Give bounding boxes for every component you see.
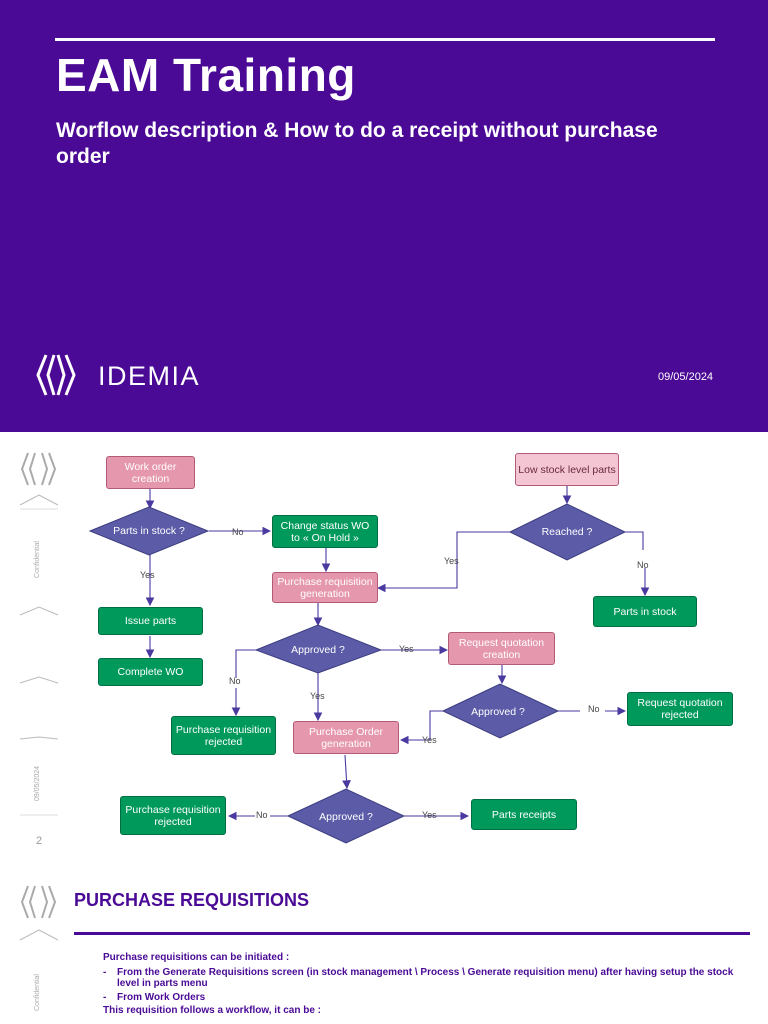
brand-text: IDEMIA xyxy=(98,361,200,391)
page-number: 2 xyxy=(36,835,43,847)
label-yes: Yes xyxy=(140,570,155,580)
node-approved-question-3: Approved ? xyxy=(319,811,373,823)
slide-title: EAM Training xyxy=(56,49,356,101)
node-approved-question-2: Approved ? xyxy=(471,706,525,718)
node-change-status: Change status WO to « On Hold » xyxy=(272,515,378,548)
side-confidential: Confidential xyxy=(34,974,41,1011)
diamond-approved-2 xyxy=(441,683,560,739)
sidebar-decorations xyxy=(19,929,59,941)
label-no: No xyxy=(256,810,268,820)
node-approved-question-1: Approved ? xyxy=(291,644,345,656)
label-yes: Yes xyxy=(444,556,459,566)
diamond-parts-in-stock xyxy=(88,506,210,556)
node-request-quotation-creation: Request quotation creation xyxy=(448,632,555,665)
slide-subtitle: Worflow description & How to do a receip… xyxy=(56,119,658,168)
intro-text: Purchase requisitions can be initiated : xyxy=(103,952,290,963)
outro-text: This requisition follows a workflow, it … xyxy=(103,1005,321,1016)
diamond-approved-1 xyxy=(254,624,383,674)
node-complete-wo: Complete WO xyxy=(98,658,203,686)
label-yes: Yes xyxy=(422,735,437,745)
node-parts-in-stock: Parts in stock xyxy=(593,596,697,627)
sidebar-decorations xyxy=(19,494,59,816)
label-no: No xyxy=(229,676,241,686)
node-parts-receipts: Parts receipts xyxy=(471,799,577,830)
node-pr-rejected-2: Purchase requisition rejected xyxy=(120,796,226,835)
node-pr-rejected-1: Purchase requisition rejected xyxy=(171,716,276,755)
label-yes: Yes xyxy=(399,644,414,654)
node-reached-question: Reached ? xyxy=(541,526,593,538)
idemia-mark-icon xyxy=(20,885,57,919)
node-issue-parts: Issue parts xyxy=(98,607,203,635)
section-body: Purchase requisitions can be initiated :… xyxy=(103,952,743,1017)
idemia-mark-icon xyxy=(20,452,57,486)
bullet-item: -From Work Orders xyxy=(103,991,206,1003)
top-rule xyxy=(55,38,715,41)
node-po-generation: Purchase Order generation xyxy=(293,721,399,754)
section-rule xyxy=(74,932,750,935)
idemia-logo: IDEMIA xyxy=(36,354,200,396)
node-parts-in-stock-question: Parts in stock ? xyxy=(113,525,185,537)
label-no: No xyxy=(588,704,600,714)
diamond-reached xyxy=(508,503,627,561)
title-slide: EAM Training Worflow description & How t… xyxy=(0,0,768,432)
node-low-stock: Low stock level parts xyxy=(515,453,619,486)
node-rq-rejected: Request quotation rejected xyxy=(627,692,733,726)
node-pr-generation: Purchase requisition generation xyxy=(272,572,378,603)
purchase-requisitions-slide: Confidential PURCHASE REQUISITIONS Purch… xyxy=(0,866,768,1024)
bullet-item: -From the Generate Requisitions screen (… xyxy=(103,966,734,990)
workflow-slide: Confidential 09/05/2024 2 xyxy=(0,433,768,865)
label-no: No xyxy=(637,560,649,570)
section-title: PURCHASE REQUISITIONS xyxy=(74,890,310,910)
node-work-order-creation: Work order creation xyxy=(106,456,195,489)
slide-date: 09/05/2024 xyxy=(658,371,714,383)
flow-connectors xyxy=(88,486,650,844)
diamond-approved-3 xyxy=(286,788,406,844)
label-yes: Yes xyxy=(422,810,437,820)
label-no: No xyxy=(232,527,244,537)
label-yes: Yes xyxy=(310,691,325,701)
